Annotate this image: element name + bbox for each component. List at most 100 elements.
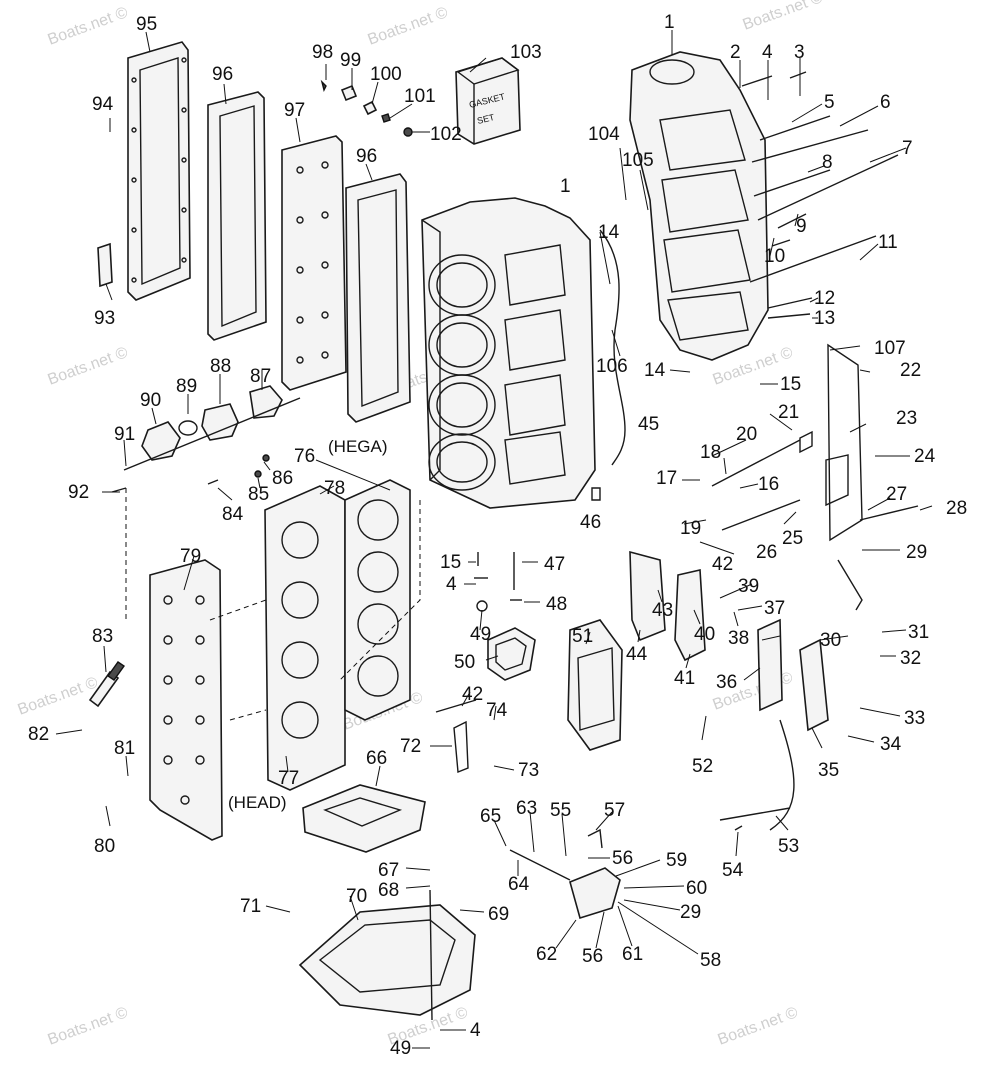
spark-plug-83 [88,661,125,708]
exhaust-plate-96b [345,173,411,423]
callout-95: 95 [136,14,157,35]
callout-78: 78 [324,478,345,499]
callout-8: 8 [822,152,833,173]
callout-33: 33 [904,708,925,729]
callout-48: 48 [546,594,567,615]
hose-72 [435,699,477,773]
callout-104: 104 [588,124,620,145]
callout-69: 69 [488,904,509,925]
callout-21: 21 [778,402,799,423]
watermark: Boats.net © [741,0,826,34]
reed-block-51 [567,619,623,751]
callout-52: 52 [692,756,713,777]
watermark: Boats.net © [366,4,451,49]
callout-53: 53 [778,836,799,857]
callout-62: 62 [536,944,557,965]
callout-103: 103 [510,42,542,63]
callout-28: 28 [946,498,967,519]
cover-plate-79 [149,559,223,841]
callout-107: 107 [874,338,906,359]
callout-81: 81 [114,738,135,759]
kit-box-label: SET [476,112,496,126]
callout-44: 44 [626,644,648,665]
callout-29: 29 [680,902,701,923]
callout-56: 56 [582,946,603,967]
callout-87: 87 [250,366,271,387]
callout-105: 105 [622,150,654,171]
callout-2: 2 [730,42,741,63]
callout-96: 96 [212,64,233,85]
exhaust-cover-gasket-95 [127,41,191,301]
callout-14: 14 [644,360,666,381]
callout-88: 88 [210,356,231,377]
callout-45: 45 [638,414,659,435]
gasket-66 [302,784,426,853]
callout-82: 82 [28,724,49,745]
callout-5: 5 [824,92,835,113]
callout-22: 22 [900,360,921,381]
callout-29: 29 [906,542,927,563]
callout-17: 17 [656,468,677,489]
watermark: Boats.net © [46,344,131,389]
callout-4: 4 [446,574,457,595]
callout-92: 92 [68,482,89,503]
caption-hega: (HEGA) [328,437,388,456]
callout-68: 68 [378,880,399,901]
callout-83: 83 [92,626,113,647]
callout-46: 46 [580,512,601,533]
callout-30: 30 [820,630,841,651]
decal-93 [97,242,113,288]
callout-51: 51 [572,626,593,647]
callout-12: 12 [814,288,835,309]
callout-14: 14 [598,222,620,243]
callout-40: 40 [694,624,715,645]
callout-16: 16 [758,474,779,495]
watermark: Boats.net © [46,4,131,49]
shift-lever-35 [769,638,829,831]
callout-19: 19 [680,518,701,539]
callout-3: 3 [794,42,805,63]
callout-100: 100 [370,64,402,85]
callout-76: 76 [294,446,315,467]
callout-65: 65 [480,806,501,827]
callout-70: 70 [346,886,367,907]
callout-57: 57 [604,800,625,821]
callout-24: 24 [914,446,936,467]
callout-6: 6 [880,92,891,113]
gasket-set-box-103: GASKET SET [455,57,521,145]
adapter-plate-70 [298,889,476,1021]
crankcase-bolts [741,71,899,319]
callout-99: 99 [340,50,361,71]
reed-plate-50 [487,627,536,681]
callout-42: 42 [712,554,733,575]
head-gasket-76 [344,479,411,721]
callout-67: 67 [378,860,399,881]
callout-61: 61 [622,944,643,965]
callout-4: 4 [470,1020,481,1041]
leader-lines [55,30,933,1049]
callout-32: 32 [900,648,921,669]
callout-38: 38 [728,628,749,649]
link-rod-53-54 [719,807,791,831]
caption-head: (HEAD) [228,793,287,812]
callout-54: 54 [722,860,744,881]
watermark: Boats.net © [46,1004,131,1049]
callout-37: 37 [764,598,785,619]
callout-84: 84 [222,504,244,525]
alignment-lines [125,488,421,721]
callout-9: 9 [796,216,807,237]
callout-63: 63 [516,798,537,819]
callout-31: 31 [908,622,929,643]
callout-25: 25 [782,528,803,549]
link-bracket-43-44 [629,550,706,662]
throttle-cam-36 [757,618,783,712]
callout-13: 13 [814,308,835,329]
callout-77: 77 [278,768,299,789]
cylinder-block-1 [421,197,596,509]
callout-93: 93 [94,308,115,329]
callout-72: 72 [400,736,421,757]
callout-96: 96 [356,146,377,167]
callout-73: 73 [518,760,539,781]
exhaust-plate-96 [207,91,267,341]
callout-39: 39 [738,576,759,597]
